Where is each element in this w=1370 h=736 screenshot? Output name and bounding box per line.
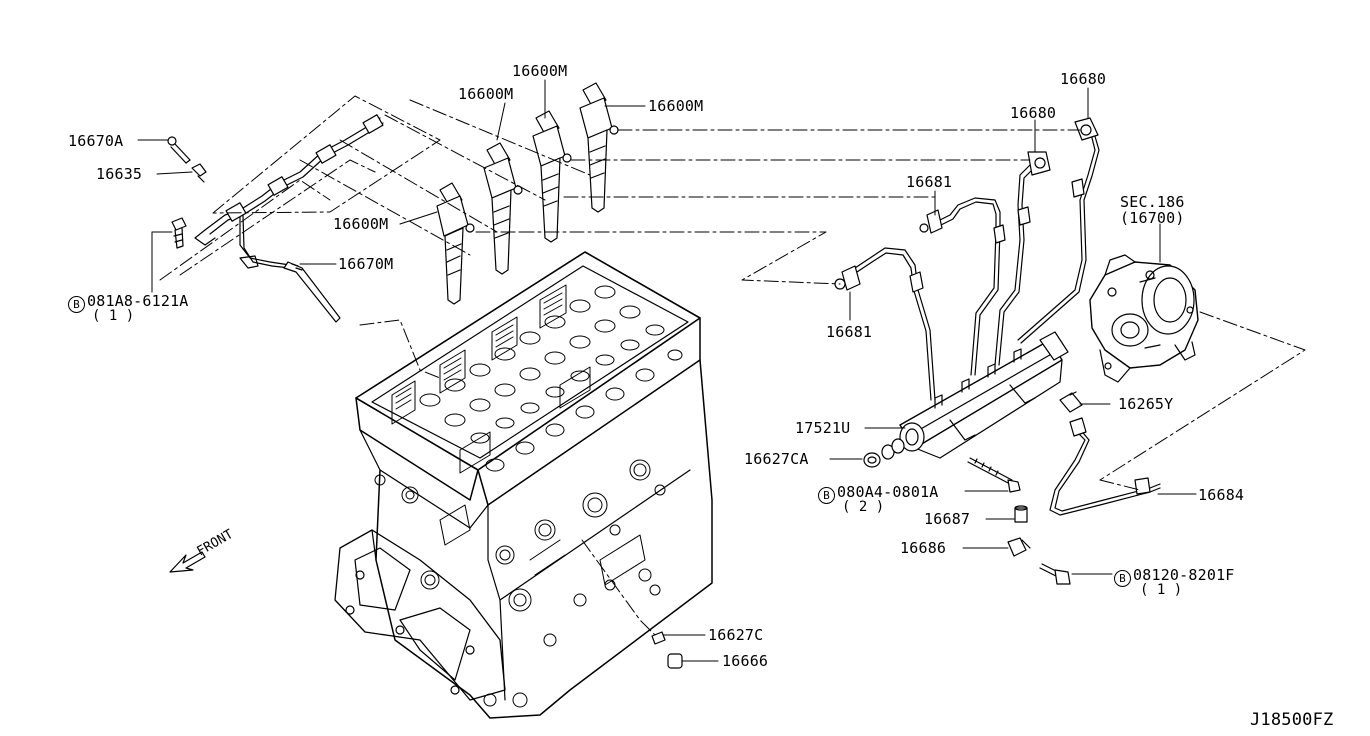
engine-block: [334, 251, 713, 719]
label-16681-upper: 16681: [906, 173, 953, 191]
bolt-080a4-part: 080A4-0801A: [837, 483, 939, 501]
bolt-080a4-qty: ( 2 ): [842, 499, 885, 515]
part-16687: [1014, 505, 1028, 523]
tube-16680-upper: [1017, 117, 1100, 344]
bolt-081a8: [171, 217, 187, 249]
dash-dot-leaders: [159, 95, 1306, 641]
label-16627c: 16627C: [708, 626, 764, 644]
label-16600m-second: 16600M: [458, 85, 514, 103]
callout-leaders: [137, 79, 1197, 662]
label-16687: 16687: [924, 510, 971, 528]
bolt-symbol-icon: B: [1114, 570, 1131, 587]
injector-harness: [194, 114, 384, 269]
part-16627c: [651, 631, 666, 645]
label-16635: 16635: [96, 165, 143, 183]
glow-plug-16670m: [283, 261, 341, 323]
part-16686: [1007, 537, 1031, 557]
injector-1: [436, 182, 475, 305]
label-16684: 16684: [1198, 486, 1245, 504]
label-16600m-right: 16600M: [648, 97, 704, 115]
plug-16627ca: [863, 438, 905, 468]
bolt-08120: [1039, 563, 1071, 585]
label-16627ca: 16627CA: [744, 450, 809, 468]
bolt-081a8-part: 081A8-6121A: [87, 292, 189, 310]
pressure-sensor-16265y: [1059, 391, 1083, 413]
tube-16684: [1049, 417, 1161, 516]
bolt-symbol-icon: B: [68, 296, 85, 313]
bolt-16670a: [167, 136, 191, 164]
tube-16681-lower: [834, 247, 936, 401]
injector-2: [483, 142, 523, 275]
injector-4: [579, 82, 619, 213]
bolt-081a8-qty: ( 1 ): [92, 308, 135, 324]
label-16670m: 16670M: [338, 255, 394, 273]
diagram-id: J18500FZ: [1250, 710, 1334, 730]
label-16666: 16666: [722, 652, 769, 670]
front-label: FRONT: [195, 527, 237, 560]
label-16670a: 16670A: [68, 132, 124, 150]
label-16600m-left: 16600M: [333, 215, 389, 233]
injector-3: [532, 110, 572, 243]
front-arrow-icon: [169, 551, 206, 573]
label-sec186: SEC.186: [1120, 193, 1185, 211]
label-16680-second: 16680: [1010, 104, 1057, 122]
label-16681-lower: 16681: [826, 323, 873, 341]
bolt-08120-part: 08120-8201F: [1133, 566, 1235, 584]
fuel-rail-17521u: [899, 331, 1069, 459]
tube-16680-middle: [994, 151, 1051, 366]
label-16265y: 16265Y: [1118, 395, 1174, 413]
label-sec186-part: (16700): [1120, 209, 1185, 227]
clip-16635: [191, 163, 207, 183]
label-16600m-top: 16600M: [512, 62, 568, 80]
label-16680-top: 16680: [1060, 70, 1107, 88]
label-16686: 16686: [900, 539, 947, 557]
bolt-080a4: [967, 457, 1021, 493]
part-16666: [667, 653, 683, 669]
fuel-pump-sec186: [1089, 254, 1199, 383]
bolt-symbol-icon: B: [818, 487, 835, 504]
bolt-08120-qty: ( 1 ): [1140, 582, 1183, 598]
label-17521u: 17521U: [795, 419, 851, 437]
tube-16681-upper: [919, 197, 1006, 376]
